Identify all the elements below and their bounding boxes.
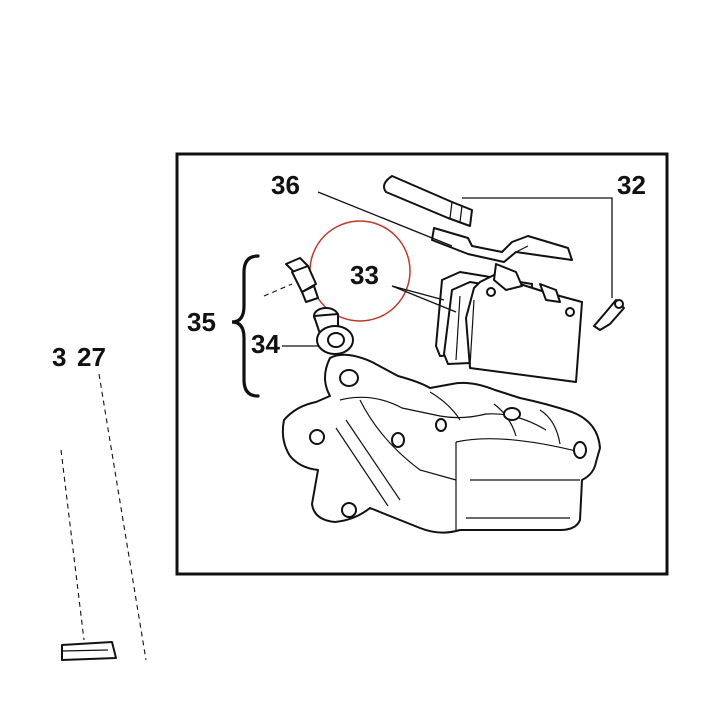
callout-35: 35 <box>187 307 216 337</box>
bleed-screw-thread <box>301 285 319 303</box>
leader-27-dashed <box>98 373 147 661</box>
brake-pad-front <box>465 271 583 383</box>
fitting-bore <box>327 332 345 348</box>
curly-brace-bracket <box>231 254 260 398</box>
bleed-screw-body <box>291 265 317 293</box>
leader-lines <box>263 191 613 347</box>
leader-33b <box>391 285 457 313</box>
leader-36 <box>317 191 453 247</box>
pad-pin-hole-left <box>486 287 496 297</box>
split-pin-eye <box>614 299 624 309</box>
mounting-hole-center <box>391 432 405 448</box>
retaining-pin <box>383 175 473 227</box>
mounting-hole-bottom <box>341 502 357 518</box>
leader-33a <box>391 285 445 301</box>
leader-35-dashed <box>263 283 293 297</box>
brake-caliper-body <box>281 353 601 534</box>
mounting-hole-left <box>309 429 325 445</box>
callout-33: 33 <box>350 260 379 290</box>
bleed-screw <box>285 257 319 303</box>
left-partial-figure: 3 27 <box>52 342 147 661</box>
split-pin <box>593 299 625 331</box>
pad-ear-right <box>539 283 561 303</box>
bleed-valve-fitting <box>313 307 354 355</box>
callout-34: 34 <box>251 329 280 359</box>
mounting-hole-upper <box>435 418 447 432</box>
spring-clip <box>431 227 573 263</box>
leader-32 <box>462 197 613 298</box>
pad-ear-left <box>493 263 523 291</box>
mounting-hole-top <box>339 369 359 387</box>
pin-part-27-detail <box>61 649 109 652</box>
detail-frame <box>175 152 669 576</box>
callout-partial-left: 3 <box>52 342 66 372</box>
pin-hole-far-right <box>573 441 587 459</box>
brake-pads <box>435 263 583 383</box>
callout-32: 32 <box>617 170 646 200</box>
pin-hole-right <box>503 407 521 421</box>
callout-36: 36 <box>271 170 300 200</box>
dashed-axis-line <box>60 449 85 641</box>
callout-27: 27 <box>77 342 106 372</box>
pad-pin-hole-right <box>565 307 575 317</box>
